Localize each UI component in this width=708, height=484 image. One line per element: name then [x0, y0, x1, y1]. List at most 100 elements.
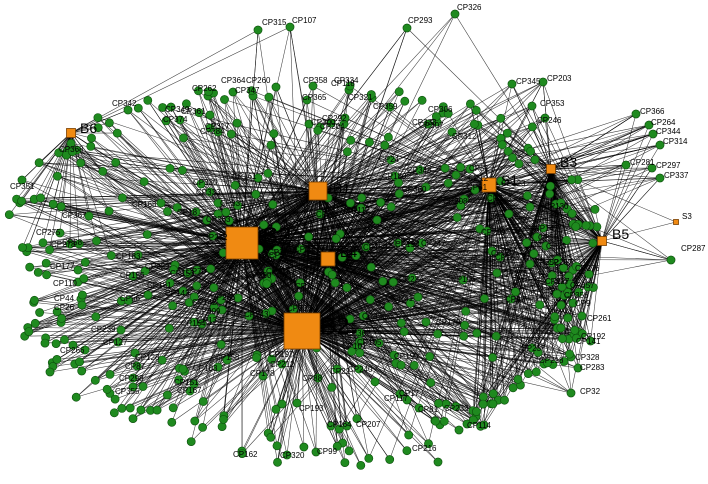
- customer-node[interactable]: [313, 373, 323, 383]
- customer-node[interactable]: [581, 221, 591, 230]
- customer-node[interactable]: [404, 430, 414, 440]
- customer-node[interactable]: [586, 336, 595, 346]
- customer-node[interactable]: [266, 432, 276, 442]
- customer-node[interactable]: [224, 216, 234, 226]
- customer-node[interactable]: [538, 77, 548, 87]
- customer-node[interactable]: [469, 119, 479, 129]
- customer-node[interactable]: [113, 337, 123, 347]
- customer-node[interactable]: [508, 383, 518, 393]
- hub-node-s2[interactable]: [225, 226, 259, 260]
- customer-node[interactable]: [204, 87, 213, 96]
- customer-node[interactable]: [128, 373, 138, 383]
- customer-node[interactable]: [452, 213, 462, 222]
- customer-node[interactable]: [74, 239, 84, 249]
- customer-node[interactable]: [438, 102, 448, 111]
- customer-node[interactable]: [565, 279, 575, 289]
- customer-node[interactable]: [621, 160, 631, 170]
- customer-node[interactable]: [413, 292, 423, 302]
- customer-node[interactable]: [132, 361, 142, 371]
- customer-node[interactable]: [523, 369, 533, 378]
- customer-node[interactable]: [503, 146, 513, 156]
- customer-node[interactable]: [462, 419, 472, 429]
- customer-node[interactable]: [491, 331, 501, 341]
- customer-node[interactable]: [475, 224, 485, 234]
- customer-node[interactable]: [163, 207, 172, 216]
- hub-node-s1[interactable]: [481, 177, 497, 193]
- customer-node[interactable]: [41, 258, 51, 268]
- customer-node[interactable]: [93, 113, 103, 122]
- customer-node[interactable]: [251, 189, 261, 199]
- customer-node[interactable]: [205, 187, 215, 197]
- customer-node[interactable]: [262, 279, 272, 289]
- customer-node[interactable]: [269, 129, 279, 139]
- customer-node[interactable]: [226, 129, 236, 139]
- customer-node[interactable]: [189, 317, 199, 327]
- customer-node[interactable]: [470, 185, 480, 195]
- customer-node[interactable]: [502, 128, 512, 138]
- customer-node[interactable]: [355, 337, 365, 347]
- customer-node[interactable]: [465, 164, 475, 174]
- customer-node[interactable]: [433, 457, 443, 467]
- customer-node[interactable]: [559, 263, 568, 273]
- customer-node[interactable]: [102, 384, 112, 394]
- customer-node[interactable]: [118, 193, 127, 203]
- customer-node[interactable]: [488, 389, 498, 399]
- customer-node[interactable]: [497, 140, 507, 150]
- customer-node[interactable]: [233, 293, 243, 303]
- customer-node[interactable]: [213, 198, 223, 208]
- customer-node[interactable]: [529, 249, 539, 259]
- customer-node[interactable]: [117, 403, 127, 413]
- customer-node[interactable]: [60, 335, 69, 345]
- customer-node[interactable]: [38, 238, 48, 248]
- customer-node[interactable]: [311, 447, 321, 457]
- customer-node[interactable]: [558, 334, 567, 343]
- customer-node[interactable]: [330, 278, 340, 288]
- customer-node[interactable]: [252, 353, 261, 362]
- customer-node[interactable]: [130, 348, 140, 358]
- customer-node[interactable]: [388, 277, 398, 287]
- customer-node[interactable]: [220, 95, 229, 104]
- hub-node-s3[interactable]: [673, 219, 679, 225]
- customer-node[interactable]: [385, 455, 395, 464]
- customer-node[interactable]: [66, 138, 76, 148]
- customer-node[interactable]: [439, 416, 449, 426]
- customer-node[interactable]: [546, 181, 555, 191]
- customer-node[interactable]: [471, 407, 481, 416]
- customer-node[interactable]: [308, 81, 318, 91]
- customer-node[interactable]: [157, 355, 167, 365]
- customer-node[interactable]: [209, 283, 219, 293]
- customer-node[interactable]: [202, 215, 212, 225]
- customer-node[interactable]: [344, 446, 354, 456]
- customer-node[interactable]: [80, 257, 90, 267]
- customer-node[interactable]: [42, 270, 51, 280]
- customer-node[interactable]: [577, 311, 587, 321]
- customer-node[interactable]: [54, 148, 64, 158]
- customer-node[interactable]: [162, 390, 172, 400]
- customer-node[interactable]: [78, 290, 87, 300]
- customer-node[interactable]: [423, 119, 433, 129]
- customer-node[interactable]: [364, 453, 374, 463]
- customer-node[interactable]: [271, 404, 281, 414]
- customer-node[interactable]: [357, 193, 367, 203]
- customer-node[interactable]: [86, 141, 96, 151]
- customer-node[interactable]: [206, 264, 216, 274]
- customer-node[interactable]: [563, 288, 573, 297]
- customer-node[interactable]: [559, 357, 569, 366]
- customer-node[interactable]: [75, 357, 84, 367]
- customer-node[interactable]: [451, 170, 461, 180]
- customer-node[interactable]: [164, 323, 174, 333]
- customer-node[interactable]: [105, 118, 114, 128]
- customer-node[interactable]: [294, 291, 304, 301]
- customer-node[interactable]: [77, 366, 87, 376]
- customer-node[interactable]: [221, 207, 231, 217]
- customer-node[interactable]: [186, 437, 196, 446]
- customer-node[interactable]: [98, 166, 108, 176]
- customer-node[interactable]: [304, 232, 314, 242]
- customer-node[interactable]: [384, 302, 393, 312]
- customer-node[interactable]: [386, 202, 396, 212]
- customer-node[interactable]: [530, 155, 540, 165]
- customer-node[interactable]: [128, 382, 138, 392]
- customer-node[interactable]: [378, 276, 388, 286]
- customer-node[interactable]: [370, 377, 380, 387]
- customer-node[interactable]: [424, 439, 433, 449]
